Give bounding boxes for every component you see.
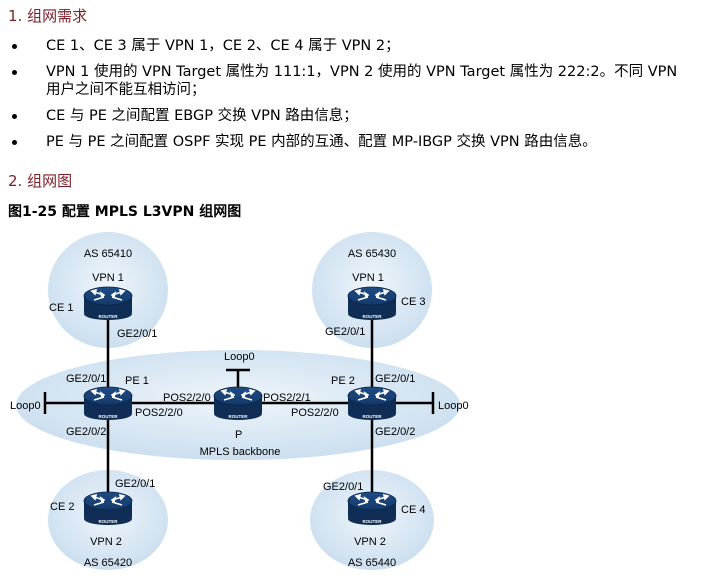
pe2-ge-up: GE2/0/1 — [375, 373, 415, 385]
list-item: CE 1、CE 3 属于 VPN 1，CE 2、CE 4 属于 VPN 2； — [8, 33, 708, 59]
ce-label: CE 3 — [401, 296, 425, 308]
bullet-dot — [12, 114, 17, 119]
list-item: PE 与 PE 之间配置 OSPF 实现 PE 内部的互通、配置 MP-IBGP… — [8, 129, 708, 155]
backbone-label: MPLS backbone — [200, 446, 281, 458]
as-label: AS 65410 — [84, 248, 132, 260]
router-badge: ROUTER — [363, 414, 383, 419]
bullet-text: VPN 1 使用的 VPN Target 属性为 111:1，VPN 2 使用的… — [46, 64, 678, 80]
router-badge: ROUTER — [99, 519, 119, 524]
router-badge: ROUTER — [99, 414, 119, 419]
p-name: P — [235, 429, 242, 441]
ce-label: CE 2 — [50, 501, 74, 513]
pe2-ge-down: GE2/0/2 — [375, 426, 415, 438]
list-item: CE 与 PE 之间配置 EBGP 交换 VPN 路由信息； — [8, 103, 708, 129]
bullet-text: CE 1、CE 3 属于 VPN 1，CE 2、CE 4 属于 VPN 2； — [46, 38, 400, 54]
as-label: AS 65440 — [348, 557, 396, 569]
pe1-ge-down: GE2/0/2 — [66, 426, 106, 438]
port-label: GE2/0/1 — [325, 326, 365, 338]
pe2-loop: Loop0 — [438, 400, 469, 412]
router-badge: ROUTER — [99, 314, 119, 319]
bullet-continuation: 用户之间不能互相访问； — [46, 82, 206, 98]
bullet-dot — [12, 140, 17, 145]
as-label: AS 65420 — [84, 557, 132, 569]
pe2-pos: POS2/2/0 — [291, 407, 339, 419]
bullet-dot — [12, 44, 17, 49]
pe1-loop: Loop0 — [10, 400, 41, 412]
p-loop: Loop0 — [224, 351, 255, 363]
ce-label: CE 1 — [49, 302, 73, 314]
list-item: VPN 1 使用的 VPN Target 属性为 111:1，VPN 2 使用的… — [8, 59, 708, 99]
pe2-name: PE 2 — [331, 375, 355, 387]
p-pos-left: POS2/2/0 — [163, 392, 211, 404]
bullet-text: PE 与 PE 之间配置 OSPF 实现 PE 内部的互通、配置 MP-IBGP… — [46, 134, 597, 150]
ce-label: CE 4 — [401, 504, 425, 516]
bullet-dot — [12, 70, 17, 75]
router-badge: ROUTER — [363, 314, 383, 319]
bullet-text: CE 与 PE 之间配置 EBGP 交换 VPN 路由信息； — [46, 108, 358, 124]
requirements-list: CE 1、CE 3 属于 VPN 1，CE 2、CE 4 属于 VPN 2； V… — [8, 33, 708, 155]
pe1-pos: POS2/2/0 — [135, 407, 183, 419]
vpn-label: VPN 2 — [354, 536, 386, 548]
port-label: GE2/0/1 — [117, 328, 157, 340]
p-pos-right: POS2/2/1 — [263, 392, 311, 404]
vpn-label: VPN 1 — [92, 272, 124, 284]
section-heading-requirements: 1. 组网需求 — [8, 7, 88, 25]
router-badges: ROUTER ROUTER ROUTER ROUTER ROUTER ROUTE… — [99, 314, 383, 524]
section-heading-diagram: 2. 组网图 — [8, 172, 73, 190]
vpn-label: VPN 2 — [90, 536, 122, 548]
pe1-ge-up: GE2/0/1 — [66, 373, 106, 385]
port-label: GE2/0/1 — [115, 478, 155, 490]
router-badge: ROUTER — [229, 414, 249, 419]
as-label: AS 65430 — [348, 248, 396, 260]
pe1-name: PE 1 — [125, 375, 149, 387]
vpn-label: VPN 1 — [352, 272, 384, 284]
port-label: GE2/0/1 — [323, 481, 363, 493]
loopback-caps — [43, 368, 435, 414]
router-badge: ROUTER — [363, 519, 383, 524]
figure-caption: 图1-25 配置 MPLS L3VPN 组网图 — [8, 204, 242, 220]
